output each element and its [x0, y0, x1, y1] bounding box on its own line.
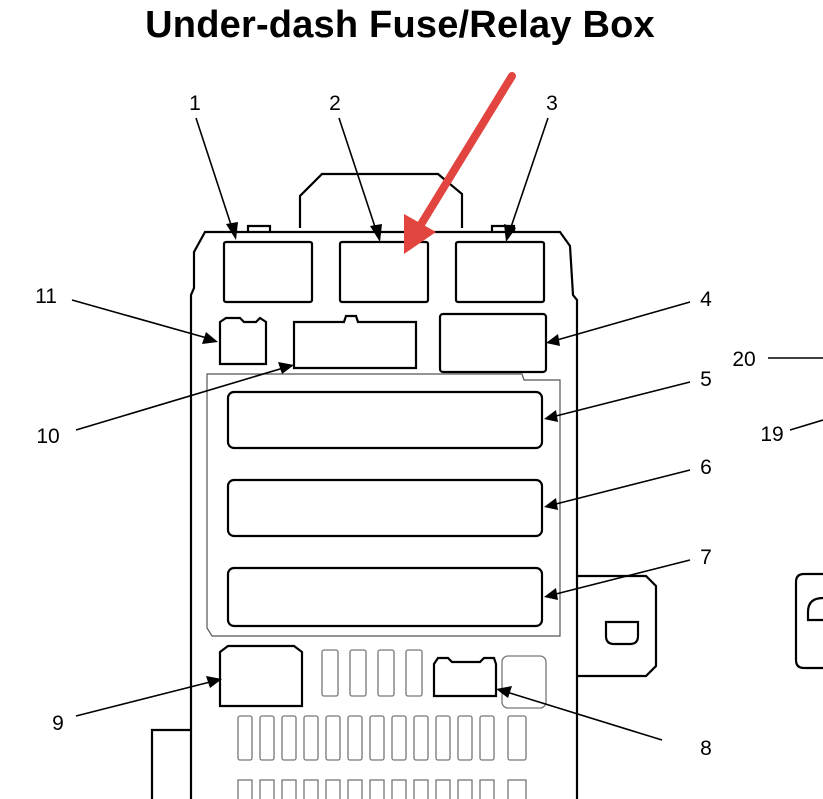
leader-lines: [71, 117, 823, 741]
relay-1: [222, 240, 314, 304]
fuse-block-7: [226, 566, 544, 628]
callout-19: 19: [760, 423, 783, 446]
mini-fuses-row-2: [237, 715, 527, 761]
relay-2: [338, 240, 430, 304]
housing-lower-stub: [150, 728, 191, 799]
callout-10: 10: [36, 425, 59, 448]
inner-panel-outline: [206, 373, 561, 637]
secondary-box-partial: [794, 572, 823, 670]
relay-8: [432, 656, 498, 698]
callout-8: 8: [700, 737, 712, 760]
callout-6: 6: [700, 456, 712, 479]
callout-20: 20: [732, 348, 755, 371]
housing-notch-left: [246, 224, 272, 232]
mini-fuses-row-3: [237, 779, 527, 799]
fuse-block-5: [226, 390, 544, 450]
mini-fuses-row-1: [321, 649, 423, 697]
connector-10: [292, 314, 418, 370]
relay-9: [218, 644, 304, 708]
secondary-box-slot: [806, 596, 823, 622]
side-bracket: [577, 574, 658, 678]
callout-11: 11: [35, 285, 57, 308]
housing-top-tab: [298, 172, 464, 228]
callout-1: 1: [189, 92, 201, 115]
bracket-slot: [604, 620, 640, 646]
fuse-box-housing: [189, 230, 579, 799]
diagram-title: Under-dash Fuse/Relay Box: [145, 4, 655, 46]
relay-4: [438, 312, 548, 374]
callout-2: 2: [329, 92, 341, 115]
leader-arrowheads: [202, 222, 560, 698]
fuse-block-6: [226, 478, 544, 538]
highlight-arrow: [404, 72, 516, 254]
relay-11: [218, 316, 268, 366]
callout-9: 9: [52, 712, 64, 735]
callout-3: 3: [546, 92, 558, 115]
callout-4: 4: [700, 288, 712, 311]
callout-7: 7: [700, 546, 712, 569]
empty-socket: [501, 655, 547, 709]
relay-3: [454, 240, 546, 304]
callout-5: 5: [700, 368, 712, 391]
